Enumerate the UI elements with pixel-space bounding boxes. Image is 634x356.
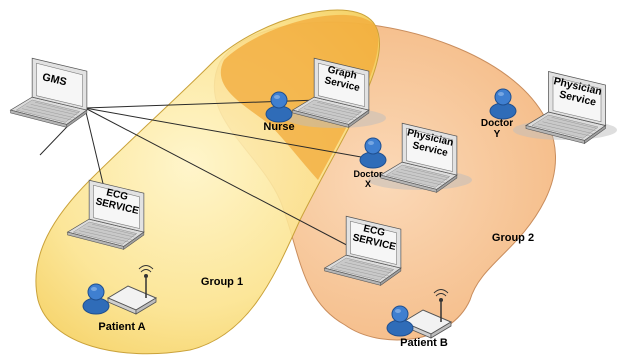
laptop-ecg-service-b[interactable]: ECG SERVICE — [324, 215, 402, 286]
laptop-gms-label: GMS — [41, 71, 68, 88]
group-overlap-region — [220, 14, 379, 180]
nurse-label: Nurse — [263, 121, 294, 133]
doctor-x-label-line1: Doctor — [354, 169, 383, 179]
laptop-ecg-a-line1: ECG — [105, 187, 129, 203]
laptop-ecg-b-line1: ECG — [362, 223, 386, 239]
patient-a-label: Patient A — [98, 321, 145, 333]
group-1-label: Group 1 — [201, 276, 243, 288]
laptop-ecg-service-a[interactable]: ECG SERVICE — [67, 179, 145, 250]
group-2-label: Group 2 — [492, 232, 534, 244]
doctor-x-label-line2: X — [365, 179, 371, 189]
patient-b-label: Patient B — [400, 337, 448, 349]
laptop-graph-service[interactable]: Graph Service — [292, 57, 370, 128]
doctor-y-label-line2: Y — [494, 129, 501, 140]
laptop-gms[interactable]: GMS — [10, 57, 88, 128]
doctor-y-label-line1: Doctor — [481, 118, 513, 129]
laptop-physician-service-x[interactable]: Physician Service — [380, 122, 458, 193]
